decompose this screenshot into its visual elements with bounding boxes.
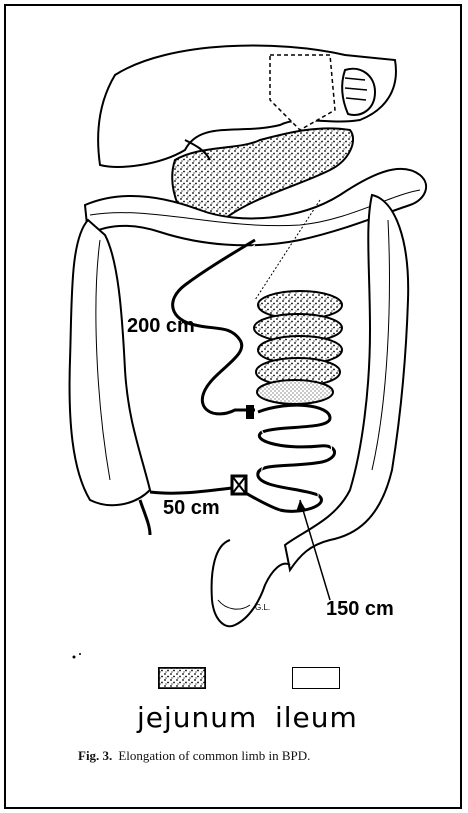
ascending-colon [70, 220, 150, 505]
figure-caption-text: Elongation of common limb in BPD. [118, 748, 310, 763]
label-50cm: 50 cm [163, 497, 220, 520]
label-200cm: 200 cm [127, 315, 195, 338]
ileum-loops [258, 405, 335, 511]
ileum-swatch [292, 667, 340, 689]
artist-initials: G.L. [255, 603, 270, 612]
stomach-remnant [342, 69, 375, 115]
jejunum-swatch-fill [158, 667, 206, 689]
anastomosis-mark [246, 405, 254, 419]
legend-jejunum: jejunum [137, 701, 257, 734]
jejunum-loops [254, 291, 342, 404]
appendix [140, 500, 150, 535]
legend-ileum: ileum [275, 701, 358, 734]
figure-caption: Fig. 3. Elongation of common limb in BPD. [78, 748, 310, 764]
figure-number: Fig. 3. [78, 748, 112, 763]
label-150cm: 150 cm [326, 598, 394, 621]
rectum [212, 540, 290, 626]
